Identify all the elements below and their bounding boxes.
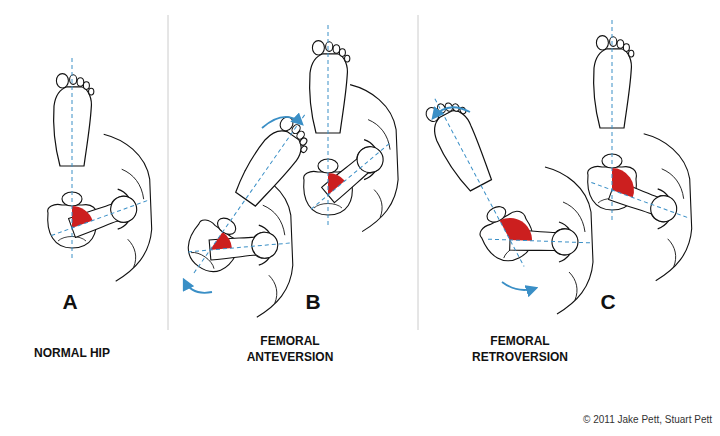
panel-caption: NORMAL HIP	[7, 345, 137, 361]
panel-caption: FEMORAL RETROVERSION	[460, 333, 580, 365]
panel-letter: B	[298, 290, 328, 314]
panel-letter: C	[593, 290, 623, 314]
panel-caption: FEMORAL ANTEVERSION	[230, 333, 350, 365]
panel-letter: A	[55, 290, 85, 314]
copyright-note: © 2011 Jake Pett, Stuart Pett	[583, 414, 712, 425]
